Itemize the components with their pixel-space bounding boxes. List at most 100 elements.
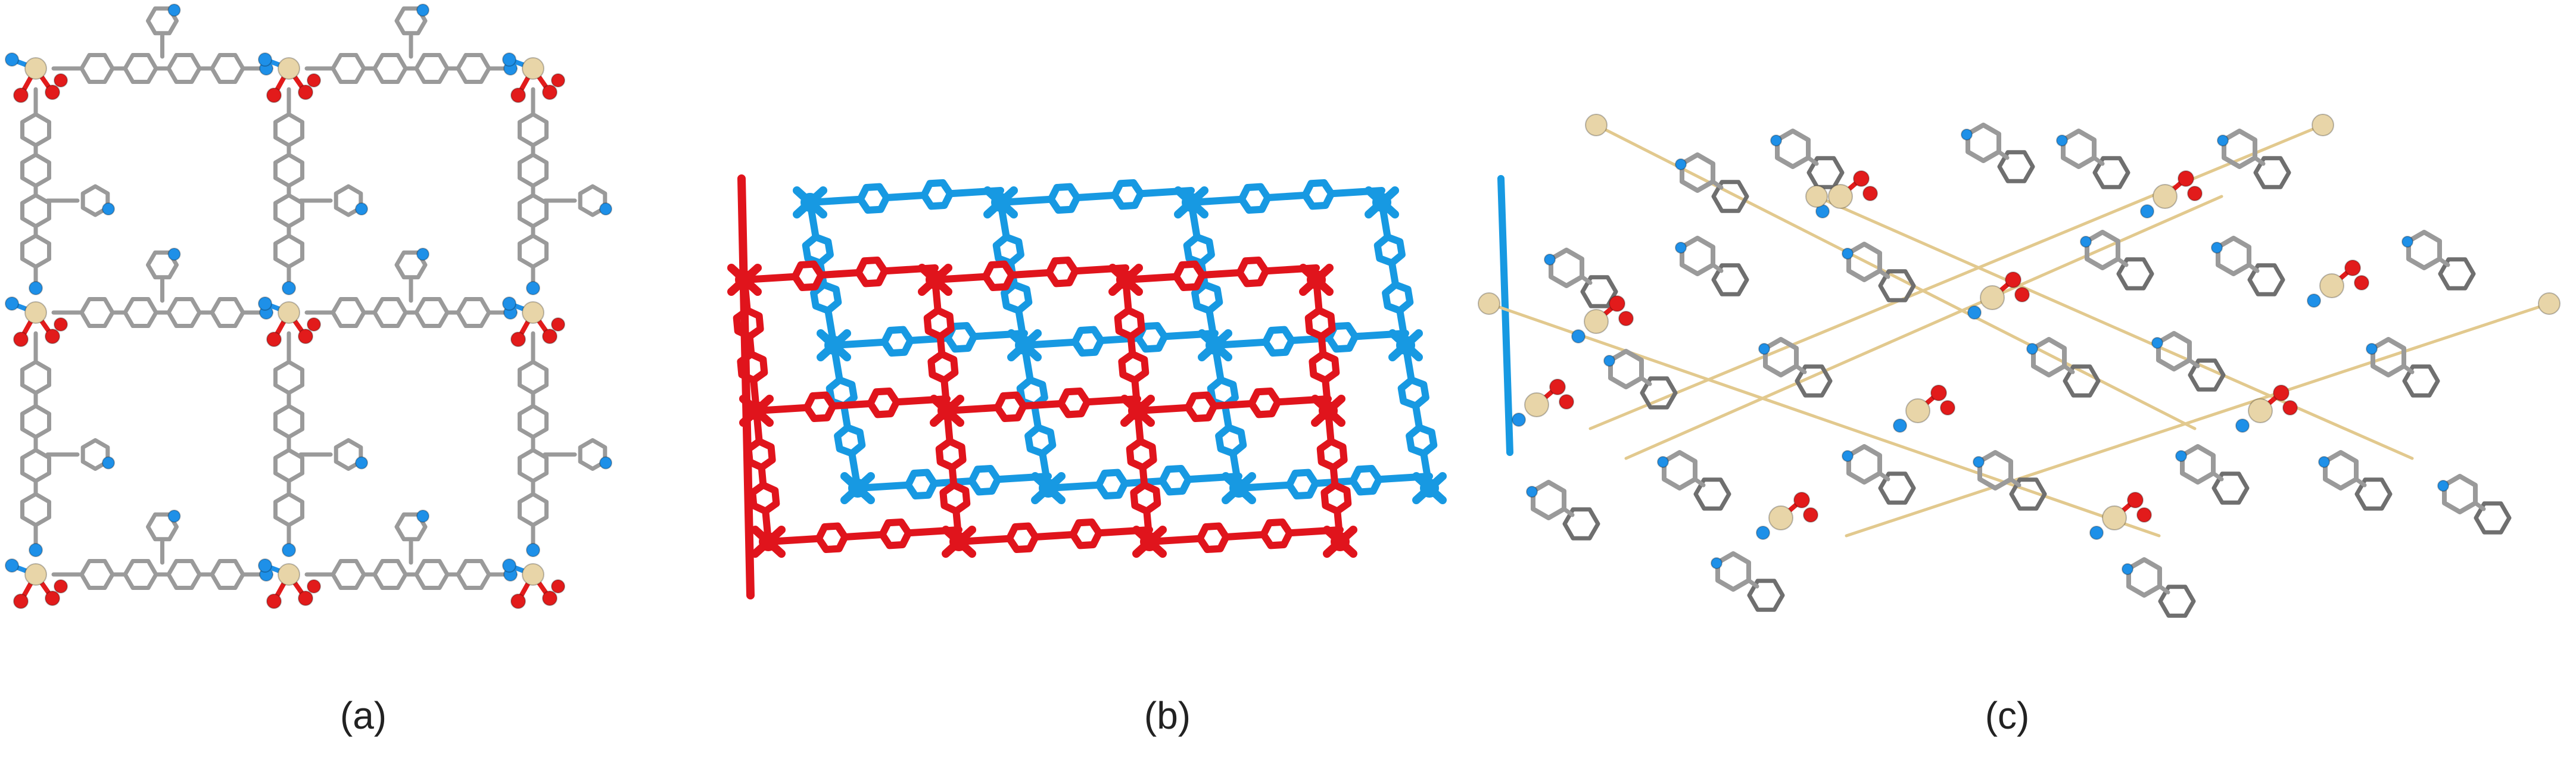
blue-net-metal-node [1039,479,1058,498]
oxygen-atom [307,73,321,88]
red-net-horizontal-strut-ring [1069,519,1103,549]
ring-bond [2008,477,2021,488]
terminal-metal-atom [1805,185,1828,208]
oxygen-atom [542,85,557,100]
ring-bond [2437,257,2450,267]
ring-bond [2354,477,2367,488]
oxygen-atom [2282,400,2298,416]
oxygen-atom [2273,385,2290,401]
red-net-metal-node [1140,532,1159,551]
bipyridyl-ring [2406,230,2442,270]
blue-net-vertical-strut-bond [1030,402,1042,432]
oxygen-atom [1930,385,1947,401]
nitrogen-atom [1893,418,1907,433]
blue-net-vertical-strut-ring [834,424,866,457]
nitrogen-atom [599,456,612,470]
vertical-linker-ring [273,152,304,188]
ring-bond [1877,268,1890,279]
nitrogen-atom [526,281,540,295]
oxygen-atom [13,332,29,347]
blue-net-horizontal-strut-ring [968,465,1002,496]
ring-bond [2253,155,2266,166]
oxygen-atom [2136,507,2152,523]
blue-net-vertical-strut-ring [810,281,842,314]
nitrogen-atom [258,52,272,67]
panel-a-2d-layer-structure [0,0,739,759]
phenyl-ring [2211,471,2250,505]
panel-c-rhombic-grid [1447,0,2576,759]
horizontal-linker-ring [331,559,366,590]
nitrogen-atom [5,558,19,573]
bipyridyl-ring [1977,450,2013,491]
nitrogen-atom [167,248,181,261]
ring-bond [2157,584,2170,595]
metal-atom [278,563,300,586]
red-net-horizontal-strut-bond [841,531,886,541]
phenyl-ring [1711,180,1749,213]
nitrogen-atom [416,4,429,17]
red-net-horizontal-strut-ring [791,260,825,291]
horizontal-linker-ring [210,297,245,328]
red-net-metal-node [1128,401,1147,420]
oxygen-atom [510,88,526,103]
nitrogen-atom [2307,293,2321,308]
phenyl-ring [2354,477,2393,511]
red-net-metal-node [1307,270,1326,289]
bipyridyl-ring [2222,129,2257,169]
bipyridyl-ring [1966,123,2001,163]
nitrogen-atom [1961,129,1973,140]
blue-net-vertical-strut-ring [1183,233,1215,267]
oxygen-atom [2344,260,2361,276]
metal-atom [522,57,544,80]
horizontal-linker-ring [79,559,115,590]
phenyl-ring [1693,477,1731,511]
oxygen-atom [1853,170,1870,187]
ring-bond [1711,263,1724,273]
blue-net-vertical-strut-ring [1215,424,1247,457]
horizontal-linker-ring [79,297,115,328]
phenyl-ring [1997,150,2035,183]
horizontal-linker-ring [166,53,202,84]
vertical-linker-ring [20,112,51,148]
blue-net-edge-strand [1497,175,1513,456]
metal-metal-link [1815,195,2414,460]
red-net-vertical-strut-ring [1126,438,1157,471]
vertical-linker-ring [273,492,304,527]
red-net-metal-node [1116,270,1135,289]
phenyl-ring [2253,156,2291,189]
red-net-horizontal-strut-ring [1248,388,1282,418]
ring-bond [2062,364,2075,374]
bipyridyl-ring [2156,331,2192,371]
oxygen-atom [2014,287,2030,302]
phenyl-ring [2158,585,2196,618]
oxygen-atom [510,332,526,347]
ring-bond [2116,257,2129,267]
red-net-horizontal-strut-bond [1222,531,1267,541]
red-net-horizontal-strut-ring [1045,257,1079,288]
horizontal-linker-ring [79,53,115,84]
blue-net-vertical-strut-ring [1024,424,1057,457]
blue-net-horizontal-strut-bond [883,192,928,201]
nitrogen-atom [5,296,19,311]
blue-net-metal-node [1229,479,1248,498]
phenyl-ring [1878,471,1916,505]
blue-net-metal-node [1396,336,1415,355]
nitrogen-atom [416,248,429,261]
nitrogen-atom [258,296,272,311]
nitrogen-atom [2235,418,2250,433]
ring-bond [1806,155,1819,166]
oxygen-atom [1609,295,1625,312]
nitrogen-atom [2401,236,2413,248]
red-net-horizontal-strut-bond [829,400,874,410]
phenyl-ring [2188,358,2226,392]
oxygen-atom [54,579,68,594]
bipyridyl-ring [1531,480,1566,520]
bipyridyl-ring [2061,129,2097,169]
terminal-metal-atom [1478,292,1500,315]
vertical-linker-ring [273,193,304,229]
blue-net-vertical-strut-bond [1221,402,1233,432]
nitrogen-atom [1973,456,1985,468]
red-net-horizontal-strut-ring [867,388,901,418]
ring-bond [1580,274,1593,285]
horizontal-linker-ring [123,297,158,328]
